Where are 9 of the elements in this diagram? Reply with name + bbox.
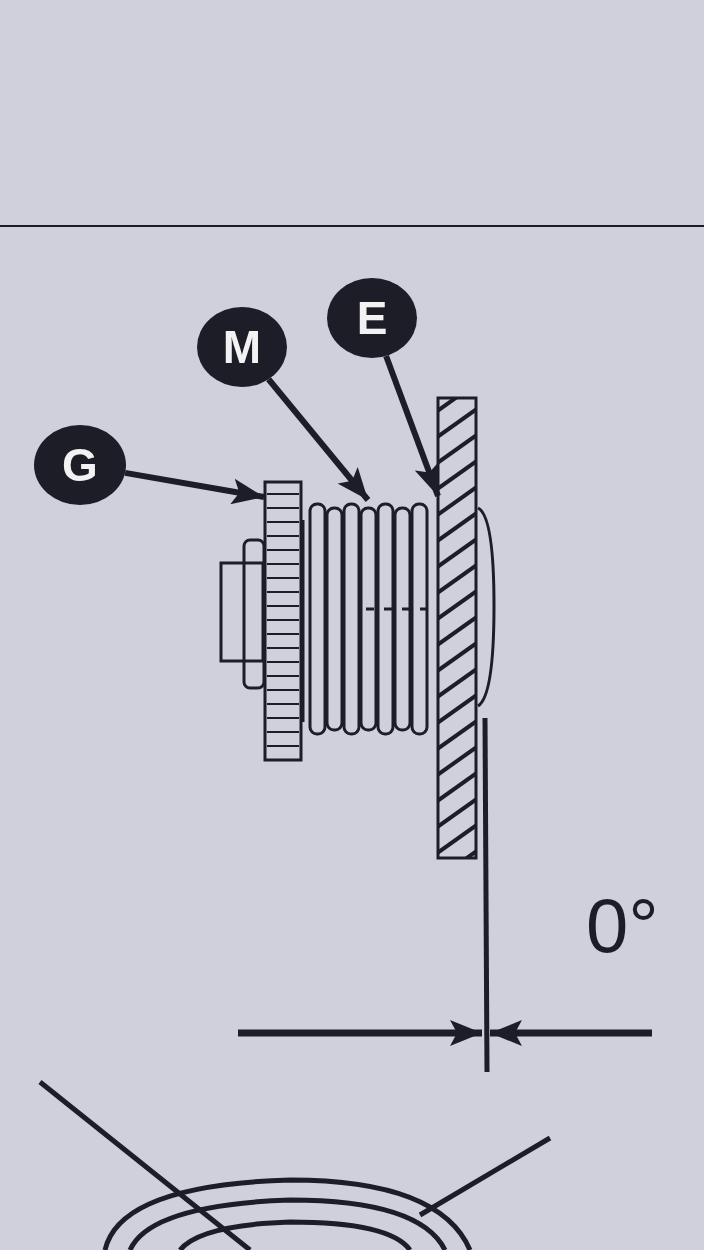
leader-arrow xyxy=(266,377,371,502)
leader-arrow xyxy=(124,469,265,505)
panel-drawing xyxy=(436,396,498,860)
callout-letter: M xyxy=(197,307,287,387)
angle-label: 0° xyxy=(586,888,659,964)
leader-arrow xyxy=(383,354,441,498)
washer-drawing xyxy=(262,480,306,762)
callout-letter: G xyxy=(34,425,126,505)
callout-letter: E xyxy=(327,278,417,358)
